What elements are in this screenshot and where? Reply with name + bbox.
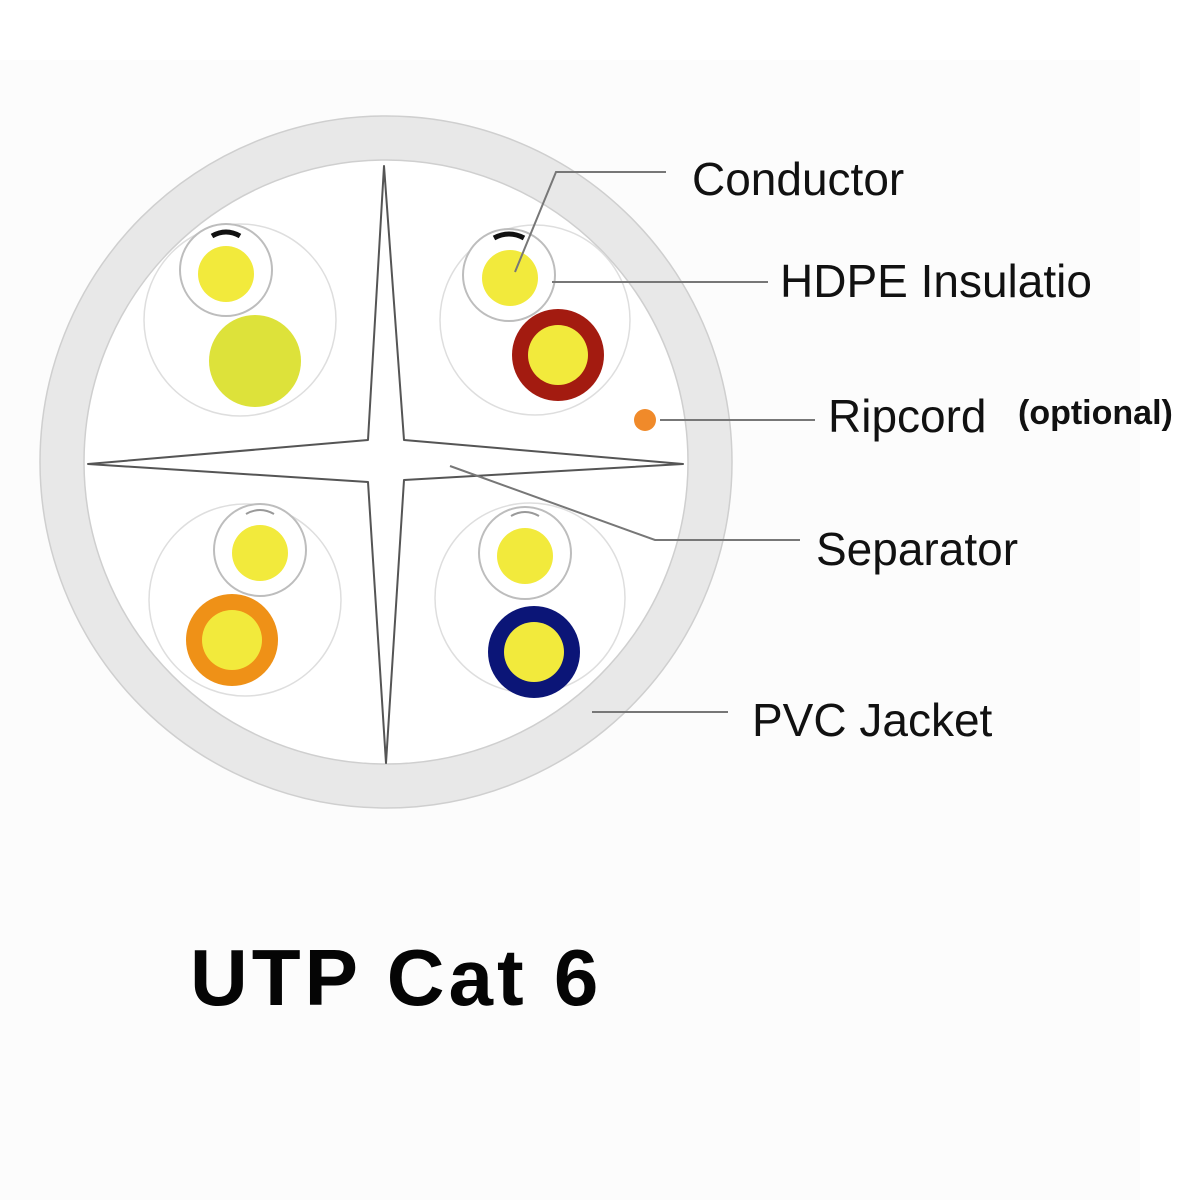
pair-top-left [143,223,337,417]
leader-conductor [514,171,666,273]
ripcord [634,409,656,431]
conductor-label: Conductor [692,153,905,205]
ripcord-label: Ripcord [828,390,987,442]
jacket-label: PVC Jacket [752,694,993,746]
pair-bottom-left [148,503,342,697]
separator-label: Separator [816,523,1019,575]
leader-separator [449,465,800,541]
jacket-outer-edge [39,115,733,809]
pvc-jacket [40,116,732,808]
pair-bottom-right [434,502,626,698]
pair-top-right [439,224,631,416]
separator [87,165,684,764]
diagram-title: UTP Cat 6 [190,933,603,1022]
insulation-label: HDPE Insulatio [780,255,1092,307]
leader-lines [449,171,815,713]
ripcord-optional-note: (optional) [1018,394,1173,432]
